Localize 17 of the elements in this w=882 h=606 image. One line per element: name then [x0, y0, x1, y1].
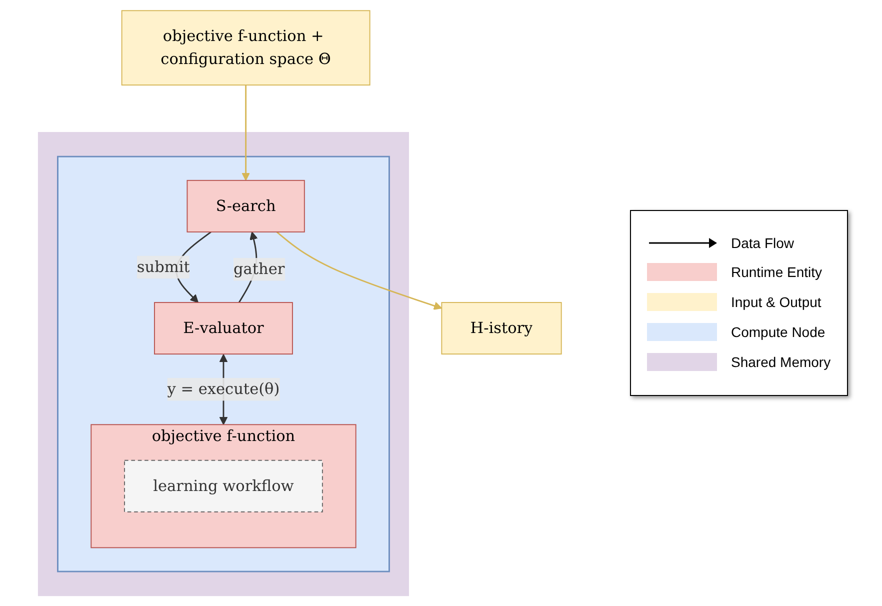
- edge-label: submit: [136, 258, 190, 276]
- cluster: [57, 156, 390, 572]
- cluster: [38, 132, 409, 596]
- edge-label: gather: [233, 260, 285, 278]
- node-box: H-istory: [441, 302, 562, 355]
- arrow: [242, 85, 250, 181]
- legend-label: Compute Node: [731, 324, 826, 340]
- edge-label: y = execute(θ): [167, 380, 280, 398]
- node-box: S-earch: [186, 180, 305, 232]
- node-box: objective f-unction + configuration space Θ: [121, 10, 370, 86]
- arrow: [276, 231, 442, 310]
- legend-label: Data Flow: [731, 235, 794, 251]
- legend-label: Input & Output: [731, 294, 822, 310]
- node-box: E-valuator: [154, 302, 293, 355]
- node-box: learning workflow: [124, 460, 323, 512]
- legend-label: Shared Memory: [731, 354, 831, 370]
- legend-label: Runtime Entity: [731, 264, 822, 280]
